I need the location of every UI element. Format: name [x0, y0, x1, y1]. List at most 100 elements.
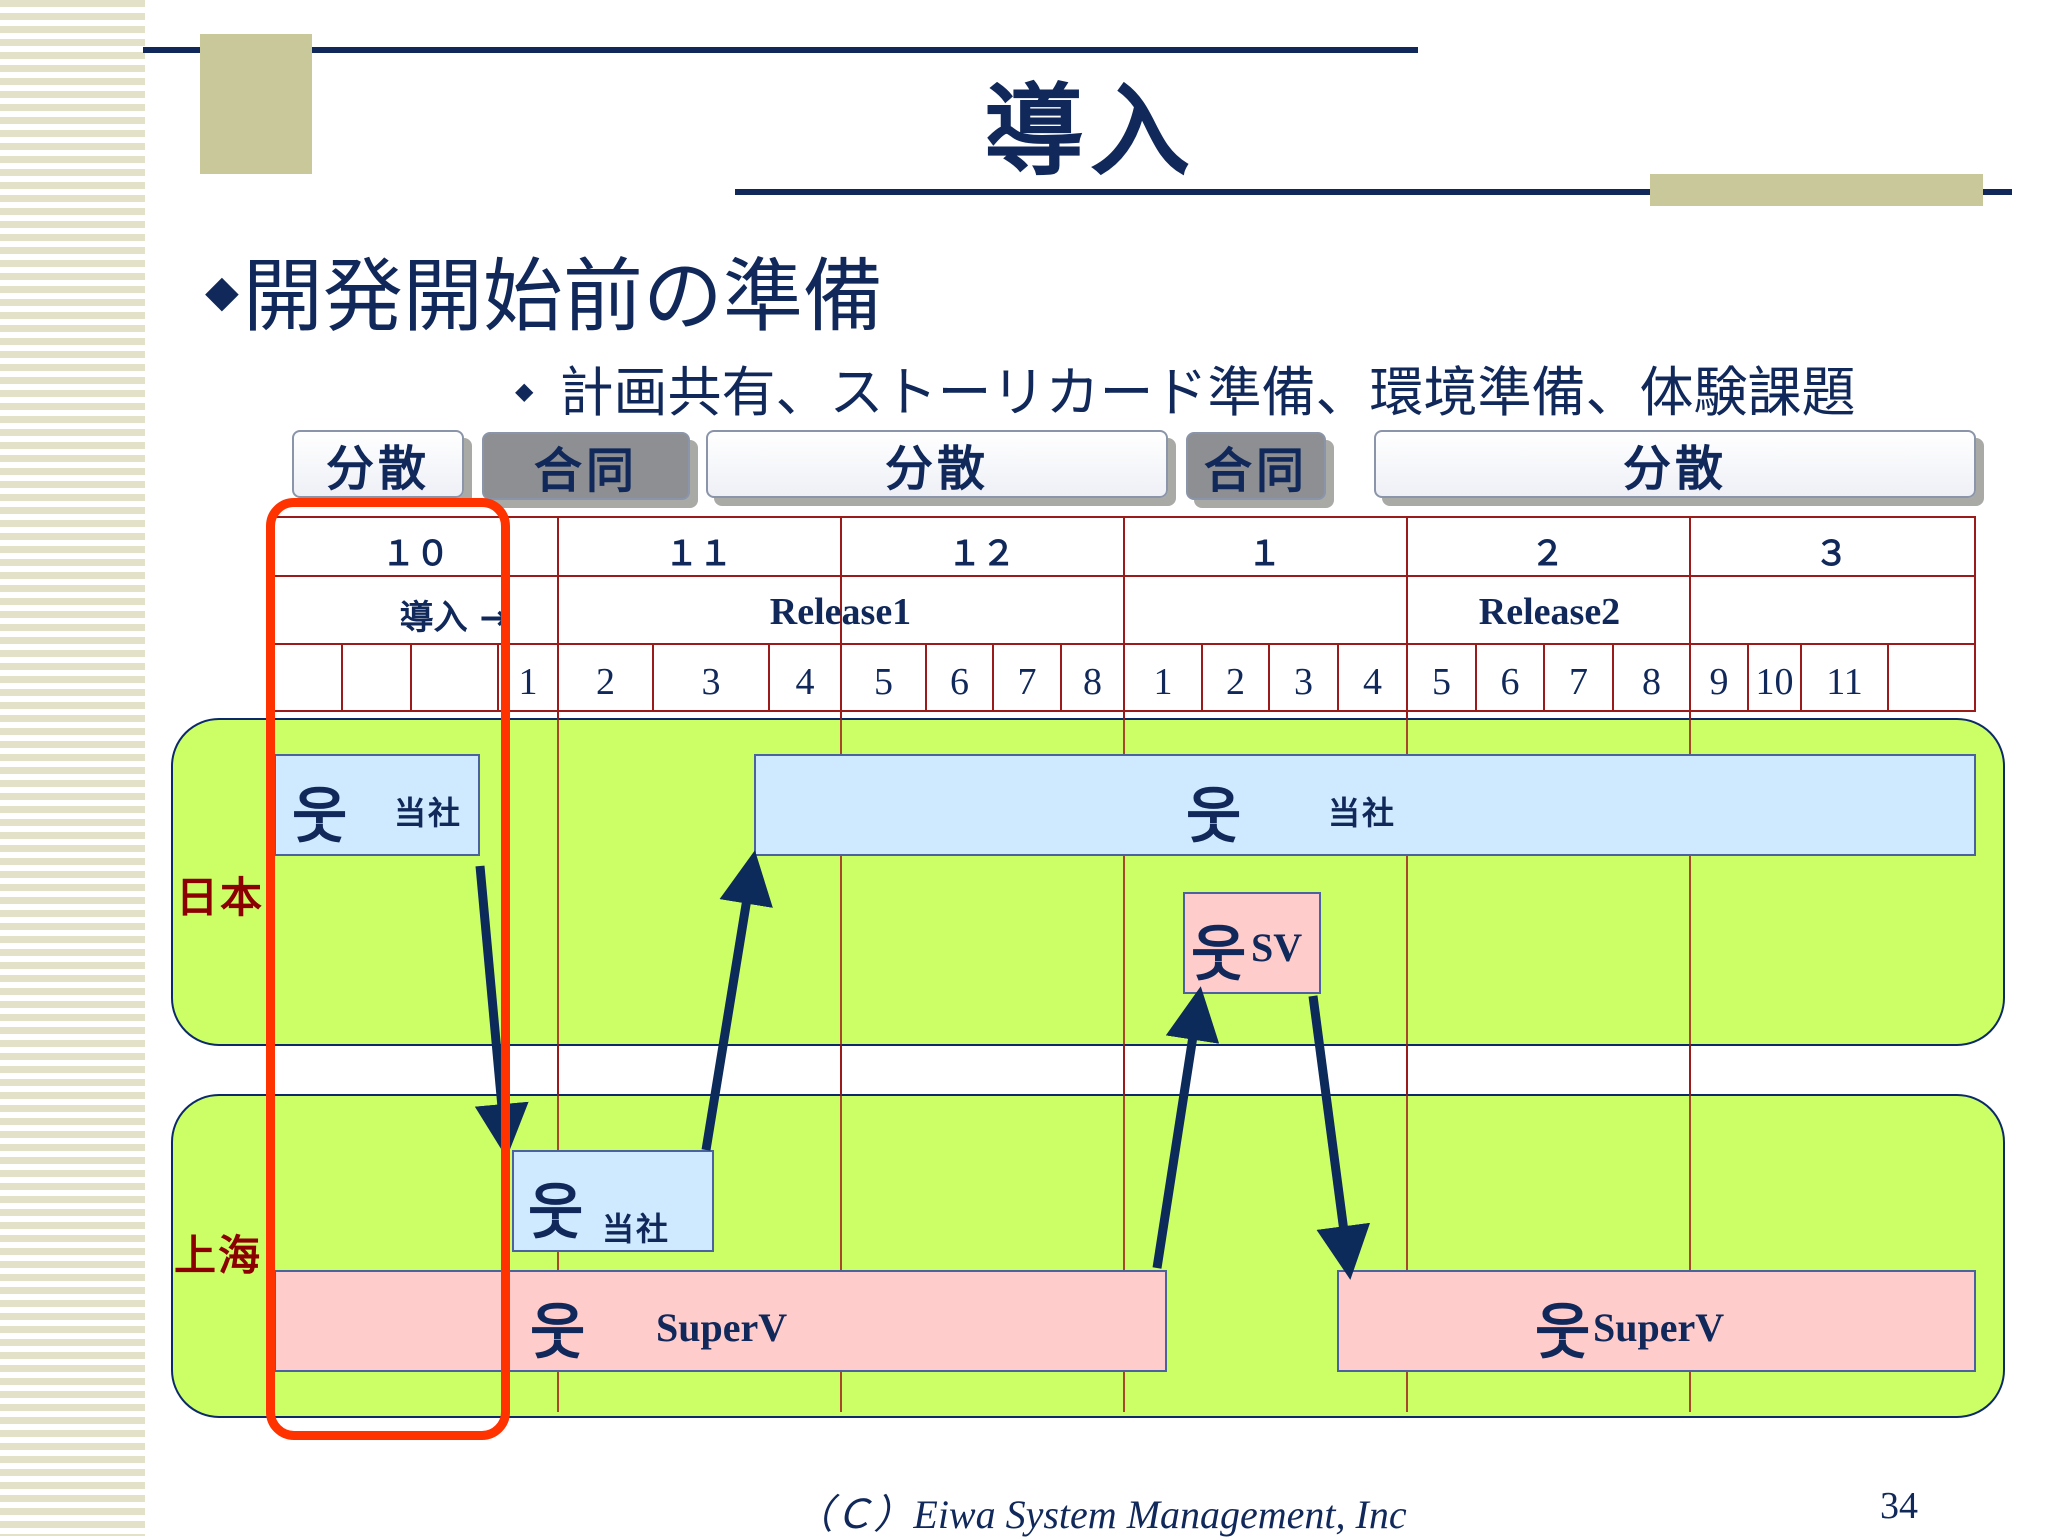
shanghai-superv-box: 웃 SuperV — [1337, 1270, 1976, 1372]
sub-bullet-text: 計画共有、ストーリカード準備、環境準備、体験課題 — [559, 361, 1856, 424]
release-divider — [1123, 575, 1125, 643]
grid-line — [274, 575, 1976, 577]
iteration-label: 3 — [1294, 661, 1313, 703]
shanghai-ours-box: 웃 当社 — [512, 1150, 714, 1252]
shanghai-superv-box: 웃 SuperV — [274, 1270, 1167, 1372]
iteration-line — [497, 643, 499, 710]
iteration-line — [1201, 643, 1203, 710]
iteration-line — [768, 643, 770, 710]
iteration-label: 6 — [1500, 661, 1520, 703]
iteration-line — [1612, 643, 1614, 710]
iteration-label: 1 — [1153, 661, 1173, 703]
japan-label: 日本 — [176, 873, 265, 922]
phase-split: 分散 — [1374, 430, 1976, 498]
arrow-sv-to-superv — [1308, 995, 1371, 1280]
grid-line — [1974, 516, 1976, 712]
iteration-line — [1060, 643, 1062, 710]
iteration-line — [1337, 643, 1339, 710]
month-line-overlay — [1689, 718, 1691, 1412]
iteration-label: 2 — [596, 661, 615, 703]
intro-highlight-frame — [266, 498, 510, 1440]
box-label: SuperV — [656, 1305, 788, 1350]
page-number: 34 — [1880, 1485, 1918, 1527]
month-line-overlay — [1123, 718, 1125, 1412]
box-label: 当社 — [602, 1210, 671, 1248]
arrow-shanghai-to-japan — [701, 850, 773, 1151]
slide-title: 導入 — [984, 73, 1196, 190]
japan-intro-box: 웃 当社 — [274, 754, 480, 856]
person-icon: 웃 — [530, 1298, 586, 1368]
iteration-label: 4 — [795, 661, 815, 703]
iteration-label: 9 — [1709, 661, 1729, 703]
month-line-overlay — [557, 718, 559, 1412]
sub-bullet: ◆ 計画共有、ストーリカード準備、環境準備、体験課題 — [515, 348, 1855, 427]
arrow-superv-to-sv — [1152, 986, 1220, 1269]
iteration-line — [992, 643, 994, 710]
month-label: １２ — [947, 534, 1016, 574]
month-label: １ — [1247, 534, 1282, 574]
box-label: 当社 — [1328, 794, 1397, 832]
month-label: ３ — [1814, 534, 1849, 574]
grid-line — [274, 643, 1976, 645]
iteration-line — [1800, 643, 1802, 710]
iteration-label: 7 — [1017, 661, 1037, 703]
phase-split: 分散 — [706, 430, 1168, 498]
month-label: １１ — [664, 534, 733, 574]
title-block-right — [1650, 174, 1983, 206]
month-label: ２ — [1530, 534, 1565, 574]
iteration-line — [1268, 643, 1270, 710]
iteration-line — [925, 643, 927, 710]
footer-copyright: （Ｃ）Eiwa System Management, Inc — [793, 1492, 1407, 1537]
iteration-line — [1887, 643, 1889, 710]
iteration-label: 7 — [1569, 661, 1588, 703]
main-bullet: ◆開発開始前の準備 — [205, 232, 883, 348]
intro-label: 導入 → — [399, 598, 508, 638]
arrow-japan-to-shanghai — [474, 865, 529, 1158]
japan-main-box: 웃 当社 — [754, 754, 1976, 856]
person-icon: 웃 — [528, 1178, 584, 1248]
iteration-label: 4 — [1363, 661, 1382, 703]
grid-line — [274, 710, 1976, 712]
iteration-line — [1475, 643, 1477, 710]
iteration-label: 8 — [1083, 661, 1102, 703]
person-icon: 웃 — [1535, 1298, 1591, 1368]
iteration-line — [410, 643, 412, 710]
iteration-label: 5 — [1432, 661, 1451, 703]
month-label: １０ — [381, 534, 450, 574]
title-block-left — [200, 34, 312, 174]
iteration-label: 8 — [1642, 661, 1661, 703]
japan-sv-box: 웃 SV — [1183, 892, 1321, 994]
left-decorative-stripe — [0, 0, 145, 1536]
iteration-line — [1747, 643, 1749, 710]
iteration-line — [341, 643, 343, 710]
iteration-label: 1 — [518, 661, 538, 703]
title-rule-top — [143, 47, 1418, 53]
box-label: SV — [1251, 925, 1303, 970]
box-label: 当社 — [394, 794, 463, 832]
person-icon: 웃 — [1186, 782, 1242, 852]
iteration-label: 5 — [874, 661, 893, 703]
phase-split: 分散 — [292, 430, 464, 498]
main-bullet-text: 開発開始前の準備 — [242, 250, 883, 343]
phase-joint: 合同 — [1186, 432, 1326, 500]
grid-line — [274, 516, 1976, 518]
release-label: Release2 — [1478, 591, 1621, 633]
iteration-label: 3 — [701, 661, 721, 703]
iteration-line — [652, 643, 654, 710]
shanghai-label: 上海 — [174, 1231, 263, 1280]
diamond-bullet-icon: ◆ — [205, 266, 239, 317]
iteration-label: 10 — [1755, 661, 1794, 703]
title-rule-bottom — [735, 189, 2012, 195]
iteration-label: 11 — [1826, 661, 1863, 703]
diamond-bullet-icon: ◆ — [515, 377, 534, 405]
iteration-label: 6 — [950, 661, 969, 703]
iteration-label: 2 — [1226, 661, 1245, 703]
month-line-overlay — [1406, 718, 1408, 1412]
release-label: Release1 — [769, 591, 912, 633]
box-label: SuperV — [1593, 1305, 1725, 1350]
phase-joint: 合同 — [482, 432, 690, 500]
person-icon: 웃 — [1191, 920, 1247, 990]
iteration-line — [1543, 643, 1545, 710]
month-line-overlay — [840, 718, 842, 1412]
